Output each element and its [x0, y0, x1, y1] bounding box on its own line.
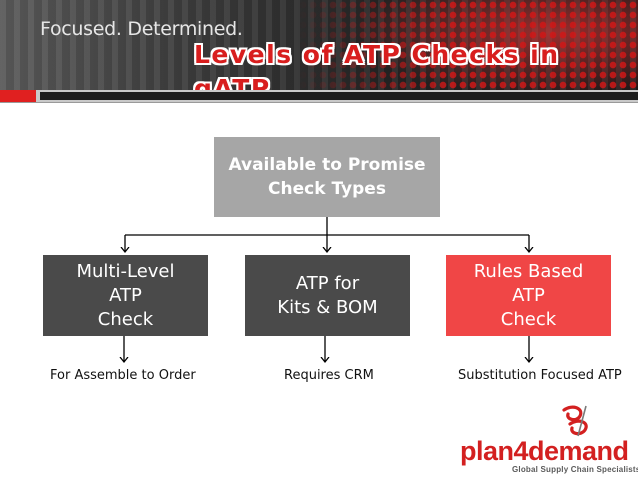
child-box-label: Rules Based ATP Check [473, 260, 584, 330]
slide-title: Levels of ATP Checks in gATP [194, 40, 560, 90]
root-box-label: Available to Promise Check Types [228, 155, 426, 199]
child-box-rules-based-atp: Rules Based ATP Check [446, 255, 611, 336]
plan4demand-logo: plan4demand Global Supply Chain Speciali… [460, 402, 638, 474]
child-box-atp-kits-bom: ATP for Kits & BOM [245, 255, 410, 336]
header-tagline: Focused. Determined. [40, 18, 243, 40]
child-box-label: Multi-Level ATP Check [76, 260, 175, 330]
header-underbar [0, 90, 638, 103]
logo-swirl-icon [562, 405, 588, 437]
child-box-label: ATP for Kits & BOM [277, 272, 378, 318]
child-box-multi-level-atp: Multi-Level ATP Check [43, 255, 208, 336]
header-banner: Focused. Determined. Levels of ATP Check… [0, 0, 638, 90]
note-requires-crm: Requires CRM [284, 368, 374, 383]
note-substitution-focused: Substitution Focused ATP [458, 368, 622, 383]
note-assemble-to-order: For Assemble to Order [50, 368, 196, 383]
underbar-dark-strip [40, 92, 638, 100]
logo-tagline: Global Supply Chain Specialists [512, 465, 638, 474]
underbar-red-accent [0, 90, 36, 102]
logo-wordmark: plan4demand [460, 436, 629, 466]
root-box-atp-check-types: Available to Promise Check Types [214, 137, 440, 217]
banner-dot-pattern [298, 0, 638, 90]
